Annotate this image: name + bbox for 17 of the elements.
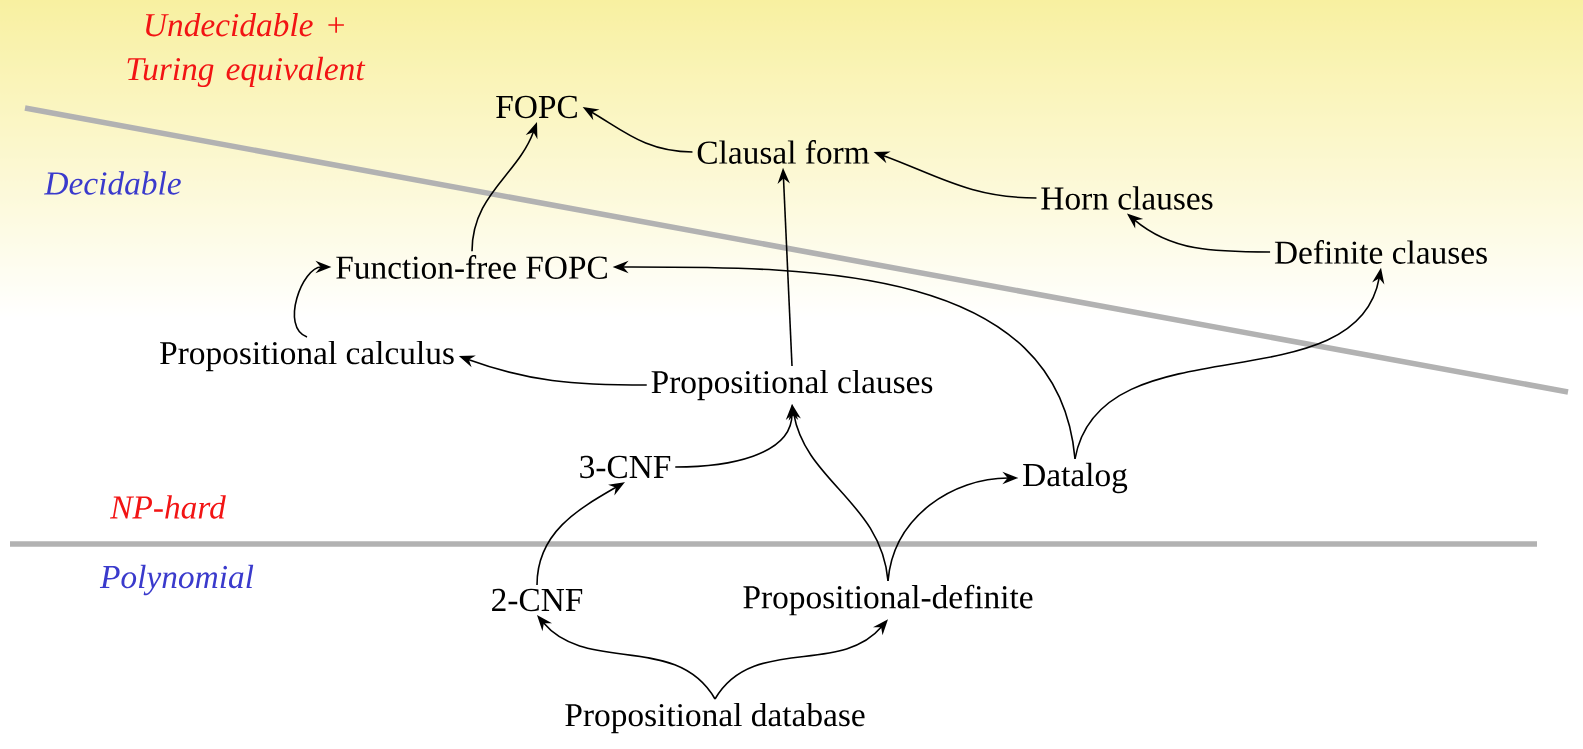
node-text: Propositional-definite (743, 584, 1033, 616)
node-text: Datalog (1023, 462, 1128, 494)
region-label: NP-hard (109, 495, 226, 519)
node-text: Propositional clauses (651, 369, 933, 401)
arrow (537, 615, 716, 700)
region-label: Decidable (44, 171, 181, 195)
node-text: Horn clauses (1041, 186, 1213, 210)
node-text: 2-CNF (492, 588, 583, 612)
node-text: Propositional calculus (160, 340, 454, 372)
node-text: Definite clauses (1274, 240, 1487, 264)
node-text: 3-CNF (580, 455, 671, 479)
node-text: Propositional database (565, 702, 865, 734)
region-label: Polynomial (99, 564, 254, 596)
node-text: FOPC (496, 95, 577, 119)
node-text: Function-free FOPC (336, 255, 607, 279)
region-label: Undecidable + Turing equivalent (127, 12, 366, 88)
node-text: Clausal form (697, 140, 870, 164)
